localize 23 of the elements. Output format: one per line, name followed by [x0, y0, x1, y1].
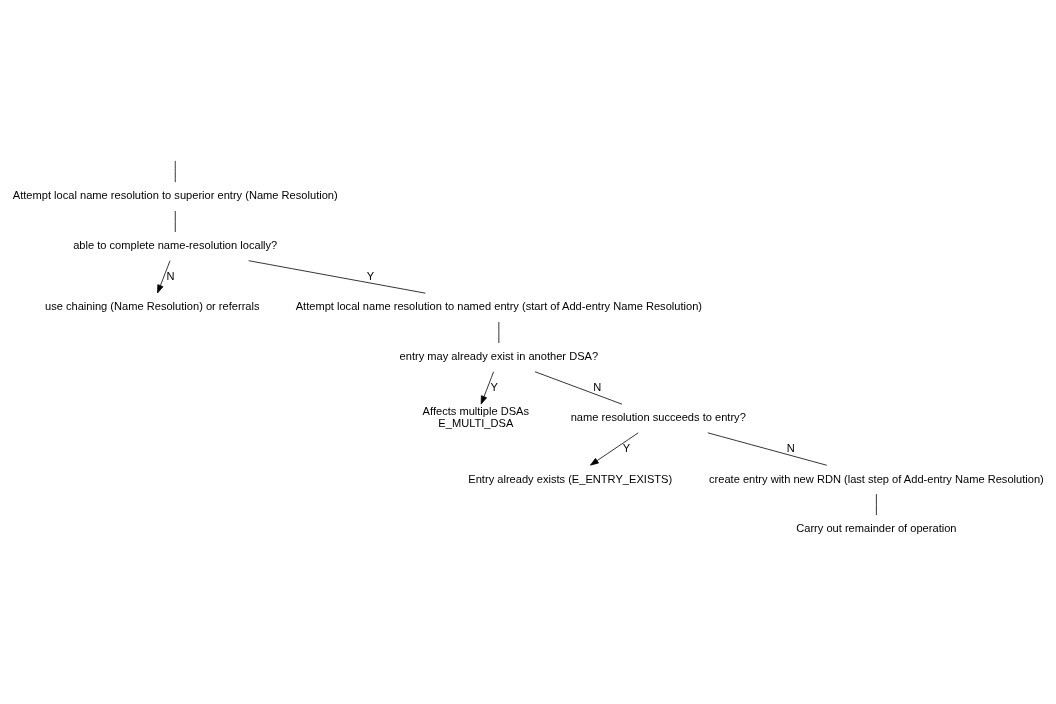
arrow	[157, 260, 171, 294]
arrow	[480, 371, 495, 405]
edge-label: Y	[622, 441, 631, 454]
edge-label: Y	[490, 380, 498, 393]
node-text: create entry with new RDN (last step of Add-entry Name Resolution)	[708, 472, 1044, 485]
node-text: Attempt local name resolution to superior entry (Name Resolution)	[12, 189, 338, 202]
arrow	[590, 432, 639, 466]
node-text: able to complete name-resolution locally?	[73, 239, 278, 252]
node-text: Entry already exists (E_ENTRY_EXISTS)	[468, 472, 673, 485]
node-text: Affects multiple DSAs E_MULTI_DSA	[422, 405, 530, 430]
connector	[248, 260, 426, 294]
connector	[534, 371, 623, 405]
connector	[876, 493, 877, 516]
connector	[707, 432, 828, 466]
edge-label: N	[166, 269, 175, 282]
node-text: use chaining (Name Resolution) or referrals	[44, 300, 260, 313]
node-text: Attempt local name resolution to named entry (start of Add-entry Name Resolution)	[295, 300, 703, 313]
node-text: entry may already exist in another DSA?	[399, 350, 599, 363]
edge-label: Y	[366, 269, 375, 282]
edge-label: N	[593, 380, 602, 393]
edge-label: N	[786, 441, 795, 454]
node-text: name resolution succeeds to entry?	[570, 411, 746, 424]
node-text: Carry out remainder of operation	[796, 522, 957, 535]
